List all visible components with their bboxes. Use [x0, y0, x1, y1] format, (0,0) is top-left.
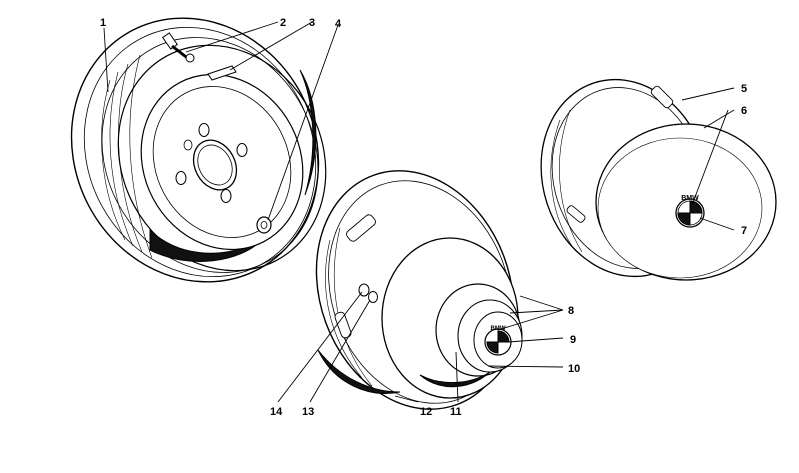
callout-numbers: 1 2 3 4 5 6 7 8 9 10 11 12 13 14 — [100, 17, 747, 418]
emblem-text-small: BMW — [491, 326, 506, 332]
callout-5: 5 — [741, 83, 747, 95]
callout-11: 11 — [450, 406, 462, 418]
full-hubcap-assembly: BMW — [540, 78, 777, 281]
callout-13: 13 — [302, 406, 314, 418]
callout-9: 9 — [570, 334, 576, 346]
bmw-emblem-small: BMW — [484, 326, 512, 356]
callout-14: 14 — [270, 406, 283, 418]
callout-12: 12 — [420, 406, 432, 418]
callout-2: 2 — [280, 17, 286, 29]
leader-lines — [103, 21, 735, 403]
callout-10: 10 — [568, 363, 580, 375]
callout-7: 7 — [741, 225, 747, 237]
valve-stem — [162, 32, 195, 63]
bmw-emblem-large: BMW — [675, 195, 705, 228]
wheel-with-cap-assembly: BMW — [315, 170, 523, 410]
callout-6: 6 — [741, 105, 747, 117]
callout-8: 8 — [568, 305, 574, 317]
wheel-nut — [256, 216, 272, 234]
callout-3: 3 — [309, 17, 315, 29]
callout-4: 4 — [335, 18, 342, 30]
callout-1: 1 — [100, 17, 106, 29]
emblem-text-large: BMW — [681, 195, 699, 202]
